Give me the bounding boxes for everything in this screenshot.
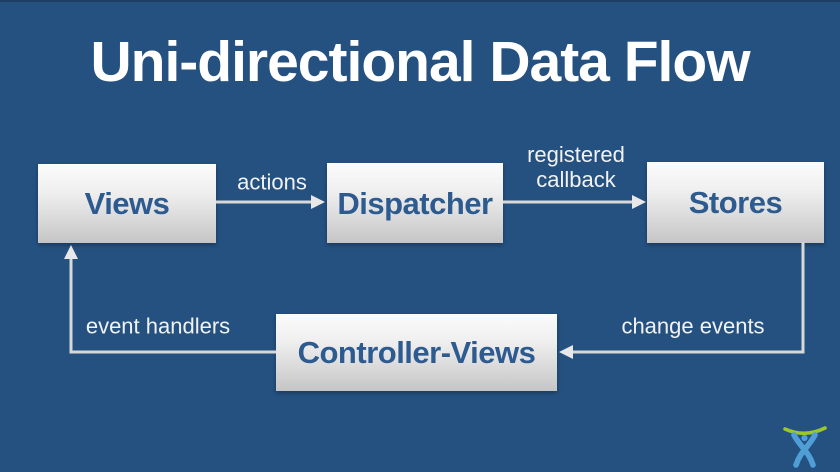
edge-label-event-handlers: event handlers bbox=[85, 313, 231, 339]
node-views-label: Views bbox=[84, 186, 170, 221]
arrow-actions bbox=[216, 195, 325, 209]
arrow-registered-callback bbox=[503, 195, 646, 209]
edge-label-registered-callback: registered callback bbox=[527, 141, 625, 192]
edge-label-change-events: change events bbox=[621, 313, 765, 339]
atlassian-logo-icon bbox=[783, 426, 827, 468]
node-controller-views: Controller-Views bbox=[276, 314, 557, 391]
arrow-change-events bbox=[559, 242, 805, 359]
node-stores-label: Stores bbox=[688, 185, 783, 220]
edge-label-actions: actions bbox=[237, 169, 307, 195]
node-views: Views bbox=[38, 164, 216, 243]
node-dispatcher-label: Dispatcher bbox=[337, 185, 493, 221]
node-stores: Stores bbox=[647, 162, 824, 243]
node-dispatcher: Dispatcher bbox=[327, 163, 503, 243]
node-controller-views-label: Controller-Views bbox=[297, 335, 536, 370]
page-title: Uni-directional Data Flow bbox=[90, 30, 750, 94]
